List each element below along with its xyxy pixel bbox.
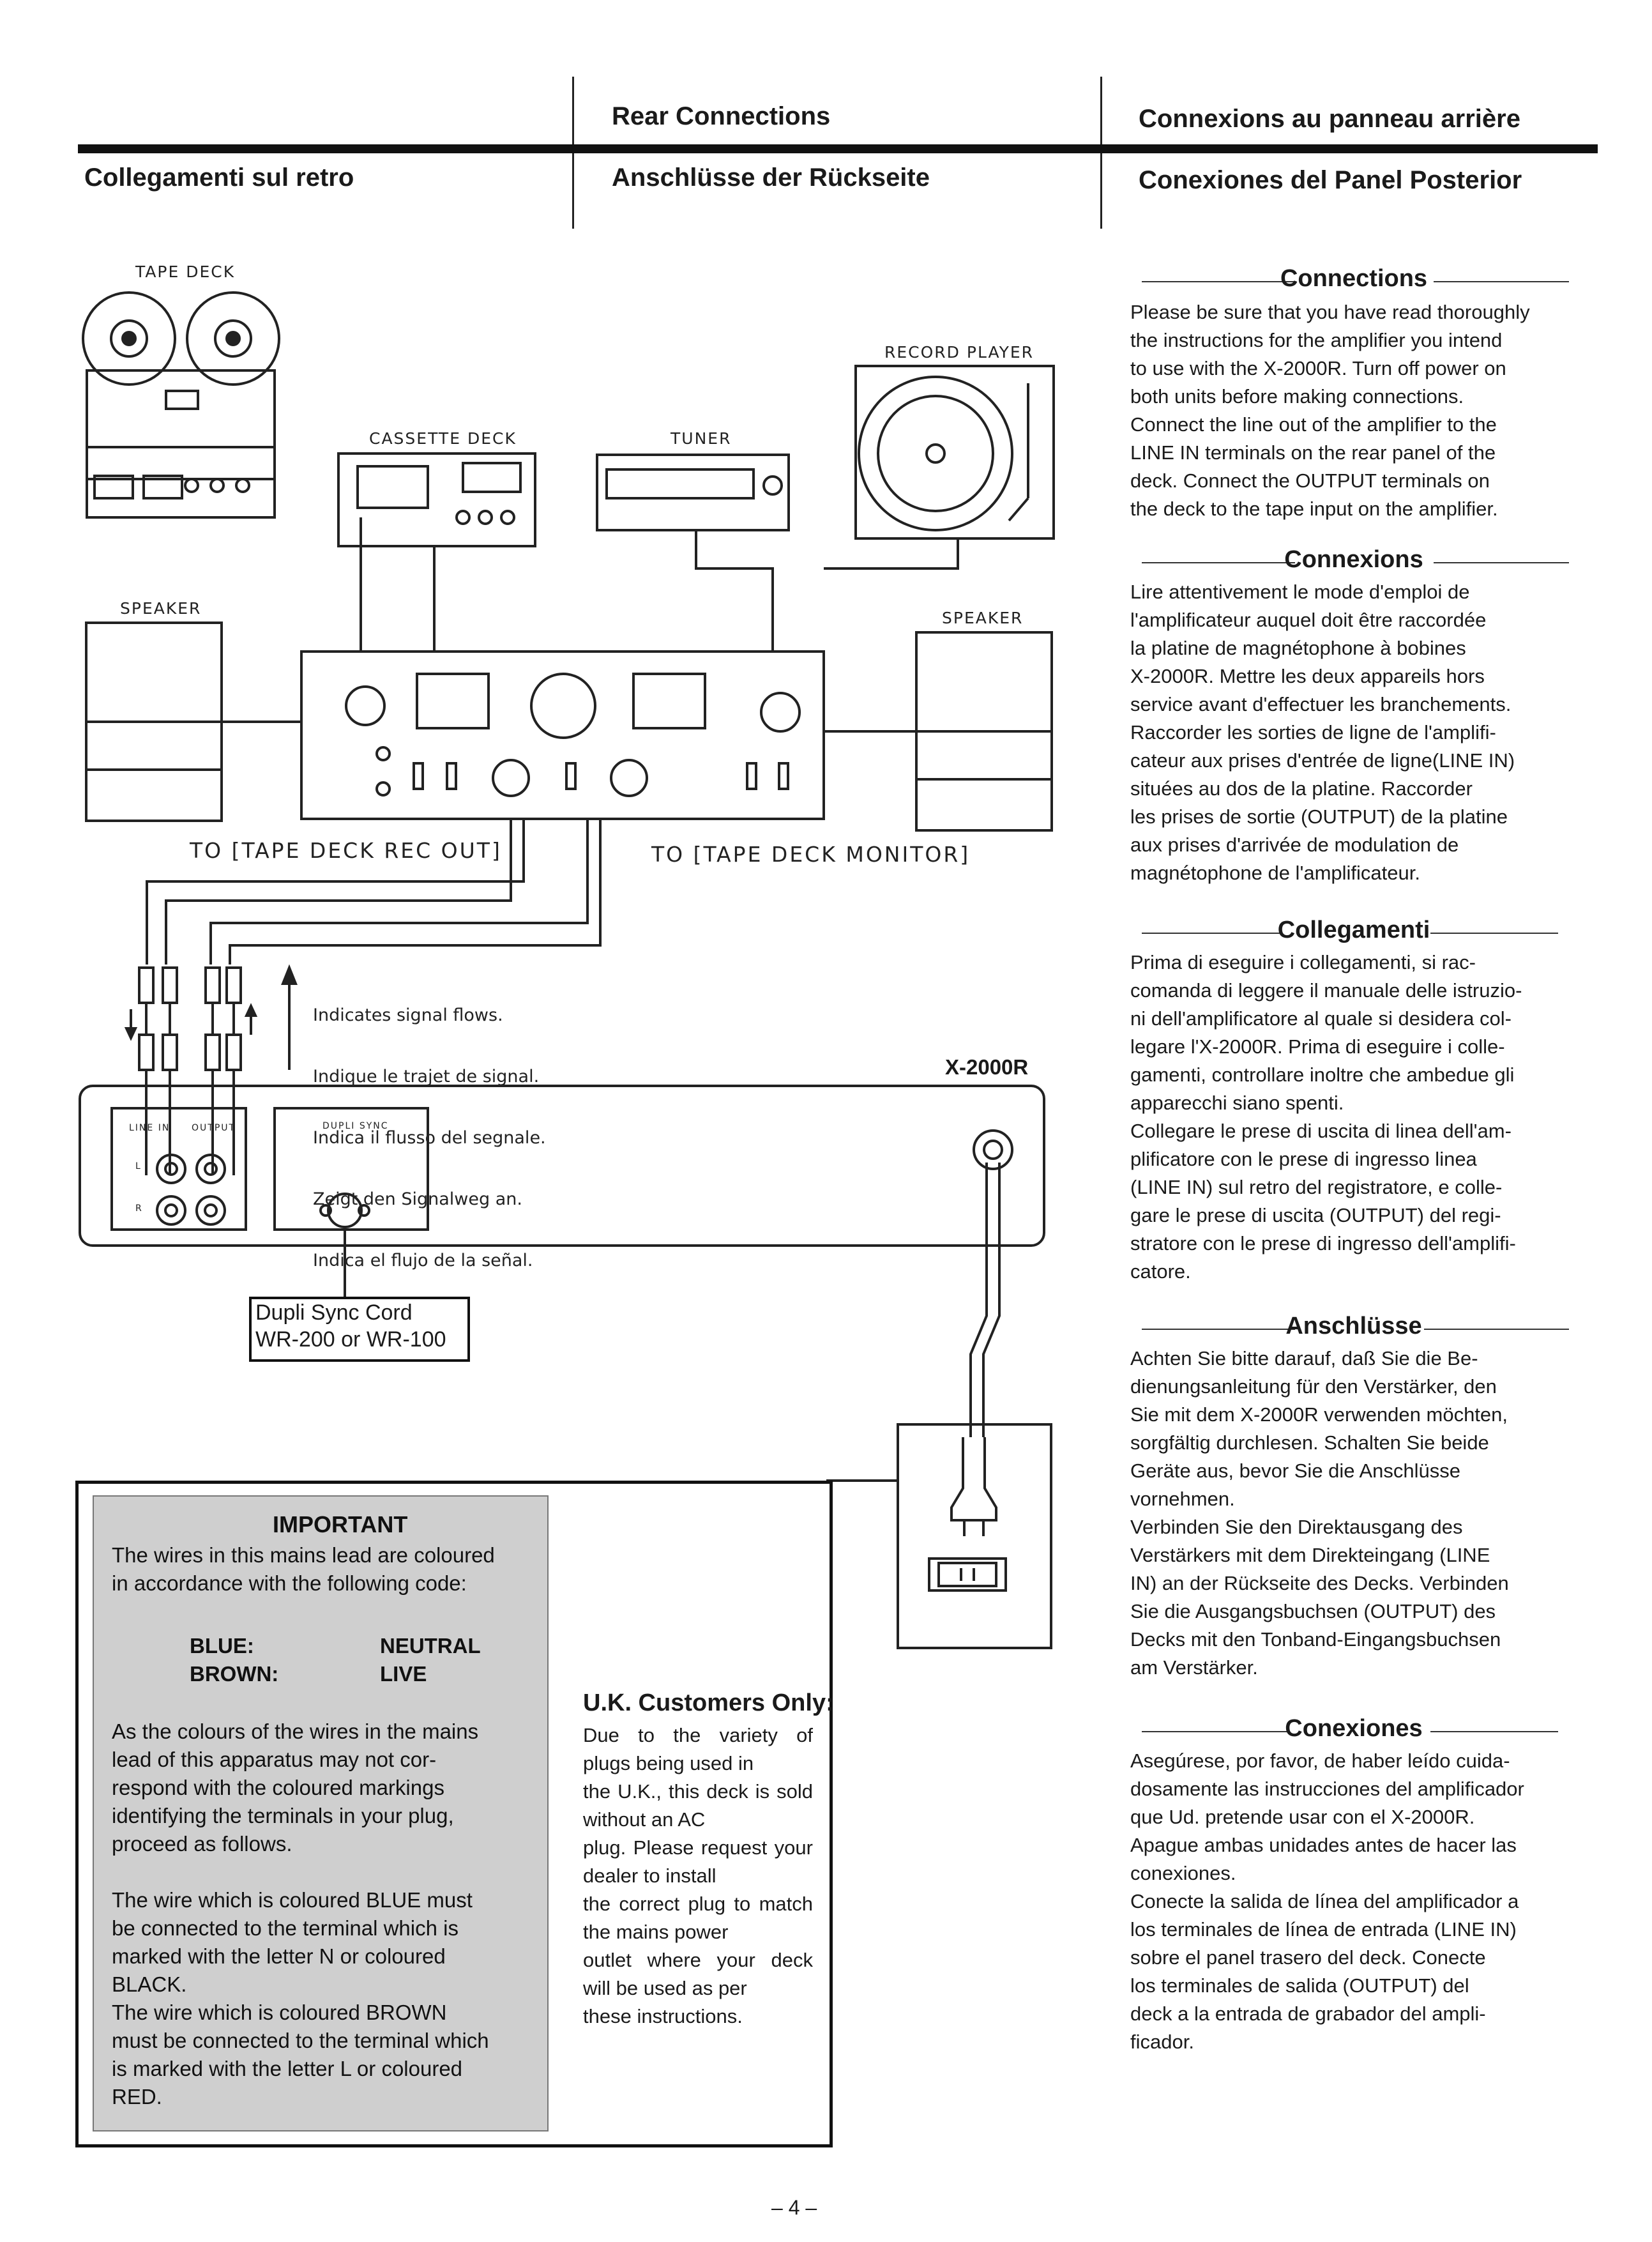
cord-line-1: Dupli Sync Cord [255,1300,413,1325]
signal-legend: Indicates signal flows. Indique le traje… [313,965,546,1292]
amplifier-drawing [300,650,825,820]
monitor-label: TO [TAPE DECK MONITOR] [651,842,971,867]
rule [1142,562,1295,563]
tuner-label: TUNER [671,429,732,448]
section-title: Anschlüsse [1285,1313,1422,1339]
important-title: IMPORTANT [273,1511,408,1537]
header-title-fr: Connexions au panneau arrière [1139,105,1520,133]
cassette-deck-label: CASSETTE DECK [369,429,517,448]
channel-r-label: R [135,1203,143,1214]
code-blue: BLUE: [190,1634,254,1658]
output-label: OUTPUT [192,1123,236,1133]
uk-text: Due to the variety of plugs being used i… [583,1724,813,2027]
uk-title: U.K. Customers Only: [583,1689,834,1716]
model-label: X-2000R [945,1055,1029,1079]
speaker-left-drawing [85,622,223,822]
deck-rear-panel [79,1085,1045,1247]
cord-line-2: WR-200 or WR-100 [255,1327,446,1352]
legend-line-4: Zeigt den Signalweg an. [313,1189,522,1209]
section-anschluesse: Anschlüsse Achten Sie bitte darauf, daß … [1130,1313,1577,1696]
legend-line-3: Indica il flusso del segnale. [313,1128,546,1148]
tuner-drawing [596,454,790,531]
rule [1434,562,1569,563]
rule [1142,1329,1295,1330]
header-title-es: Conexiones del Panel Posterior [1139,166,1522,194]
tape-deck-label: TAPE DECK [135,263,236,281]
section-collegamenti: Collegamenti Prima di eseguire i collega… [1130,917,1577,1300]
uk-notice-box: IMPORTANT The wires in this mains lead a… [75,1481,834,2147]
channel-l-label: L [135,1161,142,1171]
page-number: – 4 – [771,2196,817,2219]
section-connections: Connections Please be sure that you have… [1130,265,1577,533]
section-connexions: Connexions Lire attentivement le mode d'… [1130,546,1577,904]
important-para-1: As the colours of the wires in the mains… [112,1720,479,1856]
rule [1430,1731,1558,1732]
header-title-it: Collegamenti sul retro [84,164,354,192]
rule [1430,933,1558,934]
record-player-drawing [854,365,1055,540]
legend-line-5: Indica el flujo de la señal. [313,1251,533,1270]
rule [1142,933,1282,934]
dupli-sync-cord-callout: Dupli Sync Cord WR-200 or WR-100 [249,1297,470,1362]
section-title: Connections [1280,265,1428,292]
legend-line-2: Indique le trajet de signal. [313,1067,540,1087]
section-title: Collegamenti [1277,917,1430,943]
speaker-right-label: SPEAKER [942,609,1024,627]
code-neutral: NEUTRAL [380,1634,481,1658]
code-brown: BROWN: [190,1662,279,1686]
section-body: Asegúrese, por favor, de haber leído cui… [1130,1750,1524,2053]
rec-out-label: TO [TAPE DECK REC OUT] [190,838,502,863]
connection-diagram [79,291,1055,1649]
rule [1434,281,1569,282]
legend-line-1: Indicates signal flows. [313,1005,503,1025]
record-player-label: RECORD PLAYER [884,343,1034,362]
tape-deck-drawing [82,291,280,519]
cassette-deck-drawing [337,452,536,547]
header-title-de: Anschlüsse der Rückseite [612,164,930,192]
important-panel: IMPORTANT The wires in this mains lead a… [93,1495,549,2131]
header-title-en: Rear Connections [612,102,831,130]
section-body: Lire attentivement le mode d'emploi de l… [1130,581,1515,884]
line-in-label: LINE IN [129,1123,171,1133]
section-conexiones: Conexiones Asegúrese, por favor, de habe… [1130,1715,1577,2073]
important-intro: The wires in this mains lead are coloure… [112,1543,495,1595]
speaker-right-drawing [915,631,1053,832]
section-body: Achten Sie bitte darauf, daß Sie die Be-… [1130,1347,1509,1679]
section-body: Prima di eseguire i collegamenti, si rac… [1130,951,1522,1283]
code-live: LIVE [380,1662,427,1686]
dupli-sync-label: DUPLI SYNC [322,1121,389,1131]
important-para-2: The wire which is coloured BLUE must be … [112,1888,489,2109]
rule [1424,1329,1569,1330]
header-rule [78,144,1598,153]
rule [1142,1731,1289,1732]
section-title: Connexions [1284,546,1423,573]
rule [1142,281,1295,282]
speaker-left-label: SPEAKER [120,599,202,618]
section-title: Conexiones [1285,1715,1423,1742]
section-body: Please be sure that you have read thorou… [1130,301,1530,520]
